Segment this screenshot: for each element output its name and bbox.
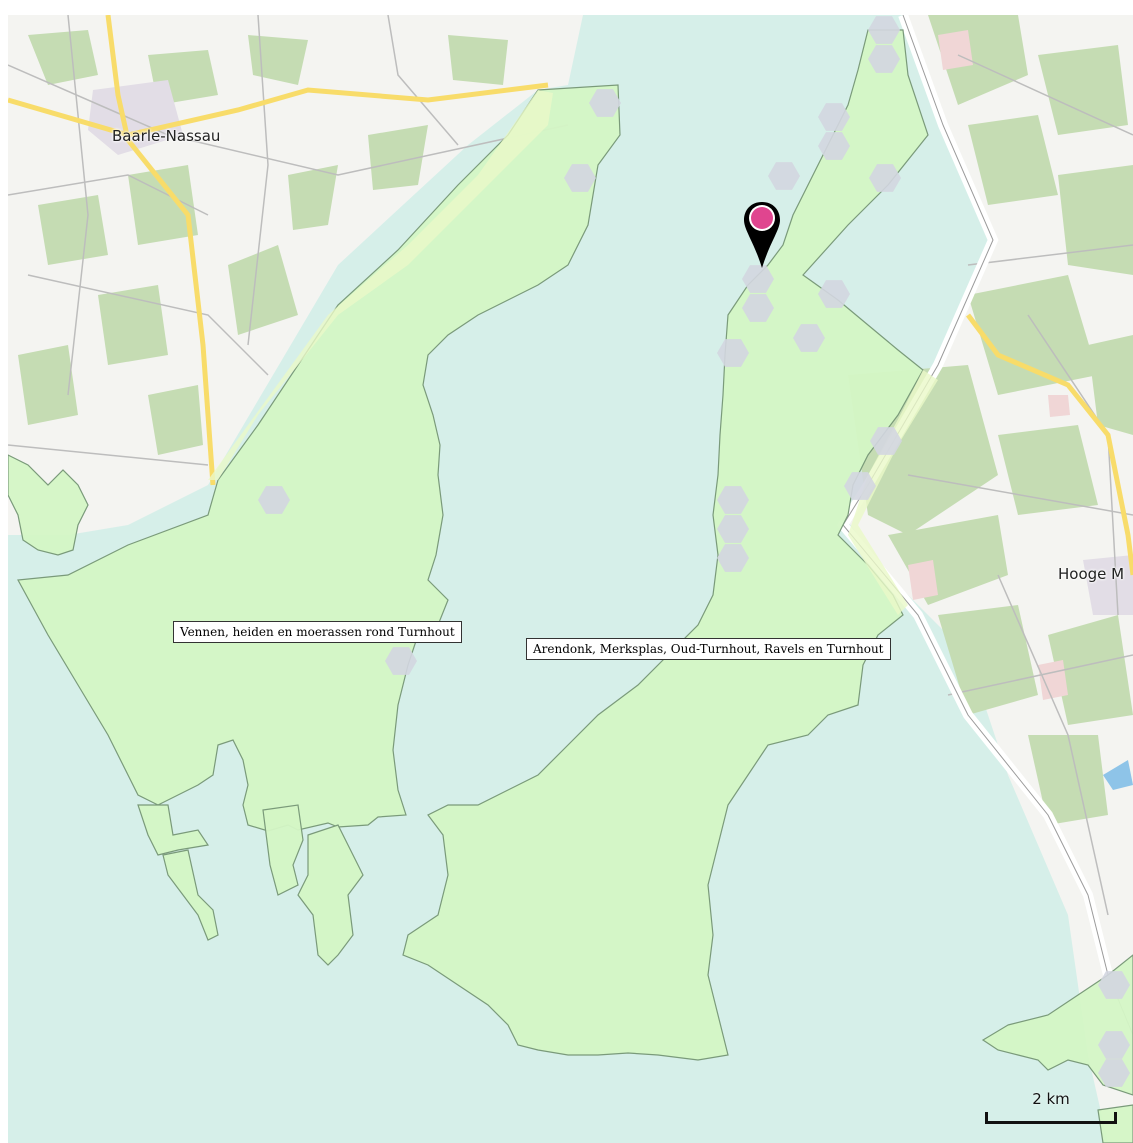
hexagon-icon[interactable] <box>844 472 876 500</box>
place-label-hooge-mierde: Hooge M <box>1058 565 1125 583</box>
forest-patch <box>998 425 1098 515</box>
map-pin-icon[interactable] <box>742 200 782 270</box>
minor-roads <box>8 15 1133 916</box>
protected-area-arendonk[interactable] <box>402 29 929 1061</box>
protected-area-south-fragment[interactable] <box>162 849 219 941</box>
hexagon-icon[interactable] <box>258 486 290 514</box>
hexagon-icon[interactable] <box>564 164 596 192</box>
scale-label: 2 km <box>1032 1090 1070 1108</box>
hexagon-icon[interactable] <box>768 162 800 190</box>
hexagon-icon[interactable] <box>818 132 850 160</box>
hexagon-icon[interactable] <box>1098 971 1130 999</box>
scale-bar-line <box>985 1112 1117 1124</box>
map-view[interactable]: Baarle-Nassau Hooge M Vennen, heiden en … <box>8 15 1133 1143</box>
hexagon-icon[interactable] <box>717 515 749 543</box>
urban-patch <box>1048 395 1070 417</box>
hexagon-layer <box>258 16 1130 1087</box>
pond <box>1103 760 1133 790</box>
protected-areas <box>8 29 1133 1143</box>
area-label-arendonk: Arendonk, Merksplas, Oud-Turnhout, Ravel… <box>526 638 891 660</box>
hexagon-icon[interactable] <box>1098 1031 1130 1059</box>
forest-patch <box>968 115 1058 205</box>
forest-patch <box>98 285 168 365</box>
protected-area-south-fragment[interactable] <box>262 804 304 896</box>
hexagon-icon[interactable] <box>818 280 850 308</box>
hexagon-icon[interactable] <box>589 89 621 117</box>
forest-patch <box>288 165 338 230</box>
hexagon-icon[interactable] <box>717 339 749 367</box>
scale-bar: 2 km <box>982 1088 1120 1128</box>
protected-area-south-fragment[interactable] <box>137 804 210 856</box>
buffer-strip <box>848 370 938 615</box>
hexagon-icon[interactable] <box>742 265 774 293</box>
hexagon-icon[interactable] <box>818 103 850 131</box>
urban-patch <box>908 560 938 600</box>
hexagon-icon[interactable] <box>793 324 825 352</box>
protected-area-south-fragment[interactable] <box>297 824 364 966</box>
hexagon-icon[interactable] <box>869 164 901 192</box>
hexagon-icon[interactable] <box>868 16 900 44</box>
forest-patch <box>368 125 428 190</box>
protected-area-vennen[interactable] <box>17 84 621 832</box>
forest-patch <box>18 345 78 425</box>
hexagon-icon[interactable] <box>868 45 900 73</box>
forest-patch <box>968 275 1098 395</box>
hexagon-icon[interactable] <box>870 427 902 455</box>
forest-patch <box>128 165 198 245</box>
area-label-vennen: Vennen, heiden en moerassen rond Turnhou… <box>173 621 462 643</box>
forest-patch <box>1028 735 1108 825</box>
protected-area-west-island[interactable] <box>8 454 89 556</box>
forest-patch <box>148 385 203 455</box>
hexagon-icon[interactable] <box>717 486 749 514</box>
town-centre <box>88 80 183 155</box>
forest-patch <box>1038 45 1128 135</box>
urban-patch <box>938 30 973 70</box>
forest-patch <box>1048 615 1133 725</box>
hexagon-icon[interactable] <box>385 647 417 675</box>
place-label-baarle-nassau: Baarle-Nassau <box>112 127 221 145</box>
protected-area-southeast-corner[interactable] <box>1097 1104 1133 1143</box>
forest-patch <box>1088 335 1133 435</box>
forest-patch <box>248 35 308 85</box>
buffer-strip <box>208 90 553 480</box>
hexagon-icon[interactable] <box>742 294 774 322</box>
forest-patch <box>448 35 508 85</box>
major-roads <box>8 15 1133 576</box>
hexagon-icon[interactable] <box>717 544 749 572</box>
forest-patch <box>38 195 108 265</box>
town-centre <box>1083 555 1133 615</box>
hexagon-icon[interactable] <box>1098 1059 1130 1087</box>
pin-dot-inner <box>751 207 773 229</box>
forest-patch <box>28 30 98 85</box>
forest-patch <box>938 605 1038 715</box>
forest-patch <box>228 245 298 335</box>
protected-area-southeast[interactable] <box>981 954 1133 1096</box>
